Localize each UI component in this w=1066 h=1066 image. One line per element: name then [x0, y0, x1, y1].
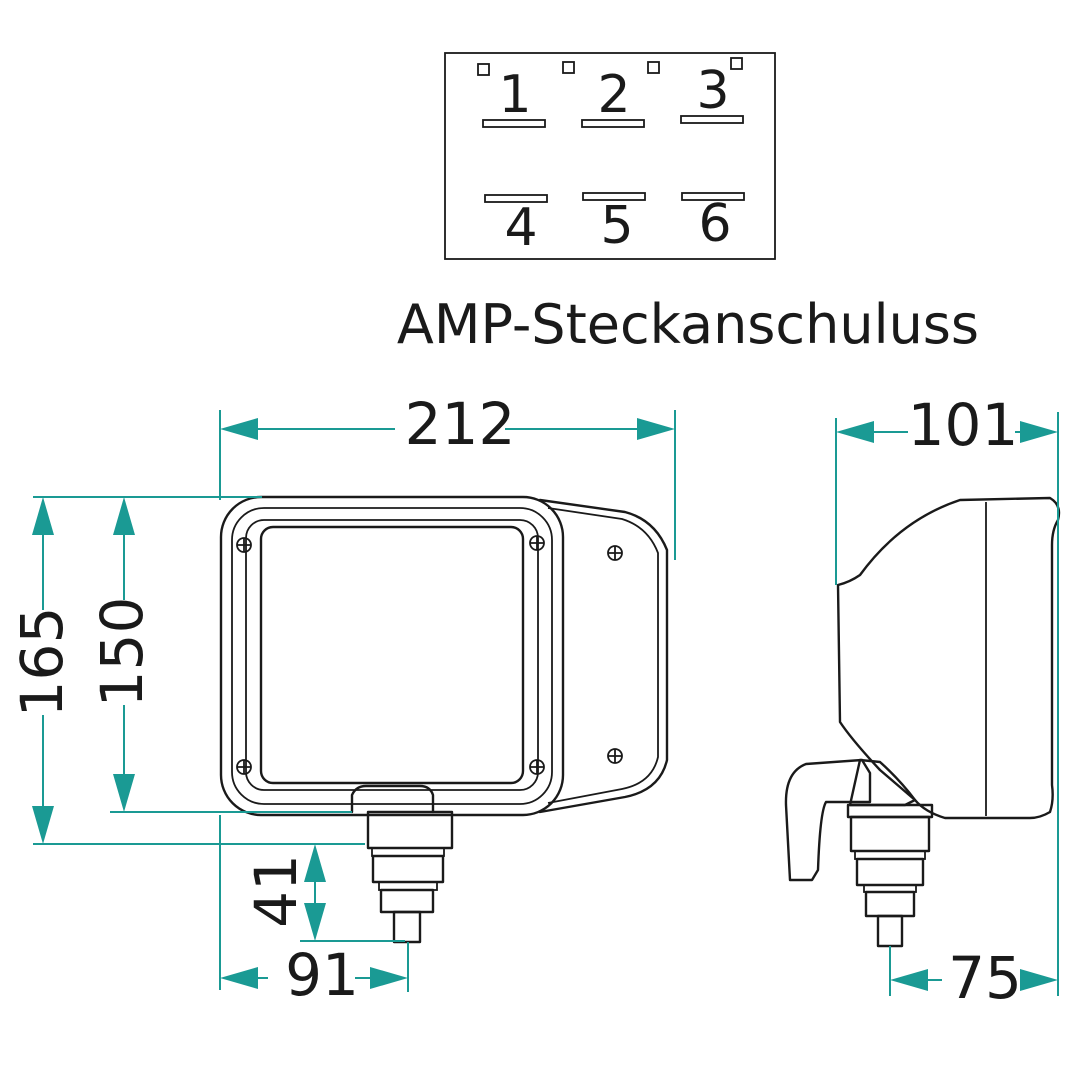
pin-6-bar — [681, 192, 745, 201]
screw-icon-bottom-left — [236, 759, 252, 775]
front-housing-back-inner — [547, 507, 659, 804]
dim-label-75: 75 — [948, 944, 1022, 1012]
front-bezel-inner — [245, 519, 539, 791]
front-stud-base — [366, 810, 454, 850]
front-outer-frame — [219, 495, 565, 817]
pin-2-marker-right — [647, 61, 660, 74]
side-housing — [836, 496, 1061, 820]
side-stud-base — [849, 815, 931, 853]
dim-label-101: 101 — [908, 391, 1019, 459]
dim-label-150: 150 — [88, 597, 156, 708]
dim-label-91: 91 — [285, 941, 359, 1009]
dim-offset-75: 75 — [889, 500, 1059, 1012]
pin-label-6: 6 — [698, 194, 731, 254]
pin-5-bar — [582, 192, 646, 201]
dim-depth-101: 101 — [835, 391, 1059, 585]
screw-icon-back-top — [607, 545, 623, 561]
dim-label-41: 41 — [242, 854, 310, 928]
front-lens — [259, 525, 525, 785]
screw-icon-bottom-right — [529, 759, 545, 775]
screw-icon-top-right — [529, 535, 545, 551]
dim-width-212: 212 — [219, 390, 676, 560]
dim-label-212: 212 — [405, 390, 516, 458]
screw-icon-back-bottom — [607, 748, 623, 764]
side-stud-thread — [876, 914, 904, 948]
pin-3-marker — [730, 57, 743, 70]
pin-label-2: 2 — [597, 65, 630, 125]
front-bezel — [231, 507, 553, 805]
connector-caption: AMP-Steckanschuluss — [397, 293, 979, 356]
pin-2-marker-left — [562, 61, 575, 74]
front-stud-thread — [392, 910, 422, 944]
side-mount-boss — [848, 758, 917, 807]
dim-label-165: 165 — [8, 607, 76, 718]
dim-stud-41: 41 — [242, 844, 405, 942]
connector-pin-diagram: 1 2 3 4 5 6 — [444, 52, 776, 260]
front-stud-nut — [371, 854, 445, 884]
pin-label-3: 3 — [696, 61, 729, 121]
connector-frame — [444, 52, 776, 260]
screw-icon-top-left — [236, 537, 252, 553]
pin-3-bar — [680, 115, 744, 124]
pin-4-bar — [484, 194, 548, 203]
side-view — [784, 496, 1061, 948]
dim-height-150: 150 — [88, 497, 352, 813]
pin-1-marker — [477, 63, 490, 76]
front-view — [219, 495, 669, 944]
pin-2-bar — [581, 119, 645, 128]
side-bracket — [784, 758, 872, 882]
front-housing-back — [538, 498, 669, 814]
side-stud-nut-2 — [864, 890, 916, 918]
side-stud-collar — [846, 803, 934, 819]
pin-1-bar — [482, 119, 546, 128]
front-mount-boss — [350, 784, 435, 814]
dim-height-165: 165 — [8, 496, 365, 845]
side-stud-nut — [855, 857, 925, 887]
pin-label-1: 1 — [498, 65, 531, 125]
pin-label-4: 4 — [504, 198, 537, 258]
dim-offset-91: 91 — [219, 815, 409, 1009]
pin-label-5: 5 — [600, 196, 633, 256]
front-stud-nut-2 — [379, 888, 435, 914]
